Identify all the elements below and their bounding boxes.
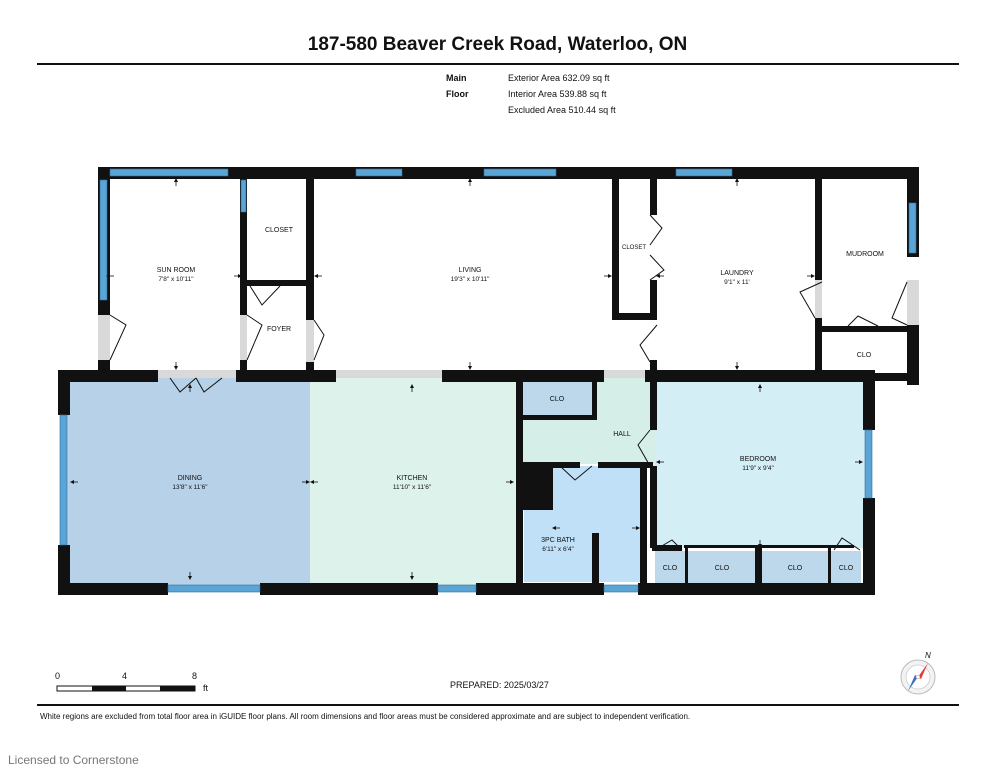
clo-bed-2-fill: [688, 551, 756, 583]
disclaimer: White regions are excluded from total fl…: [40, 712, 691, 721]
license-watermark: Licensed to Cornerstone: [8, 753, 139, 767]
exterior-area: Exterior Area 632.09 sq ft: [508, 73, 610, 83]
clo-hall-fill: [522, 381, 592, 415]
scale-tick-0: 0: [55, 671, 61, 681]
title-rule: [37, 63, 959, 65]
dining-dims: 13'8" x 11'6": [172, 484, 208, 491]
scale-tick-4: 4: [122, 671, 128, 681]
scale-bar: [56, 685, 196, 692]
clo-bed-3-fill: [762, 551, 828, 583]
door-swings: [109, 214, 908, 551]
scale-tick-8: 8: [192, 671, 198, 681]
footer-rule: [37, 704, 959, 706]
clo-bed-2-label: CLO: [715, 565, 730, 572]
excluded-area: Excluded Area 510.44 sq ft: [508, 105, 616, 115]
openings: [98, 280, 919, 378]
clo-bed-4-label: CLO: [839, 565, 854, 572]
kitchen-label: KITCHEN: [397, 475, 428, 482]
dining-fill: [65, 378, 310, 586]
hall-label: HALL: [613, 431, 631, 438]
bath-label: 3PC BATH: [541, 537, 575, 544]
bedroom-dims: 11'9" x 9'4": [742, 465, 774, 472]
living-label: LIVING: [459, 267, 482, 274]
mudroom-label: MUDROOM: [846, 251, 884, 258]
closet-mid-label: CLOSET: [622, 245, 646, 251]
clo-bed-3-label: CLO: [788, 565, 803, 572]
kitchen-dims: 11'10" x 11'6": [393, 484, 432, 491]
laundry-dims: 9'1" x 11': [724, 279, 750, 286]
dining-label: DINING: [178, 475, 203, 482]
interior-area: Interior Area 539.88 sq ft: [508, 89, 607, 99]
foyer-label: FOYER: [267, 326, 291, 333]
closet-left-label: CLOSET: [265, 227, 294, 234]
clo-mudroom-label: CLO: [857, 352, 872, 359]
living-dims: 19'3" x 10'11": [451, 276, 490, 283]
bath-dims: 6'11" x 6'4": [542, 546, 574, 553]
clo-bed-1-fill: [655, 551, 685, 583]
floor-label: Main Floor: [446, 73, 469, 99]
bedroom-fill: [652, 378, 867, 548]
sun-room-dims: 7'8" x 10'11": [158, 276, 194, 283]
clo-bed-4-fill: [831, 551, 861, 583]
prepared-date: PREPARED: 2025/03/27: [450, 680, 549, 690]
sun-room-label: SUN ROOM: [157, 267, 196, 274]
clo-bed-1-label: CLO: [663, 565, 678, 572]
kitchen-fill: [310, 378, 520, 586]
laundry-label: LAUNDRY: [720, 270, 754, 277]
compass-north-label: N: [925, 651, 931, 660]
windows: [59, 168, 917, 593]
clo-hall-label: CLO: [550, 396, 565, 403]
dimension-arrows: [70, 178, 863, 580]
plan-title: 187-580 Beaver Creek Road, Waterloo, ON: [307, 34, 688, 55]
compass-icon: N: [900, 651, 936, 695]
bedroom-label: BEDROOM: [740, 456, 776, 463]
scale-unit: ft: [203, 683, 209, 693]
